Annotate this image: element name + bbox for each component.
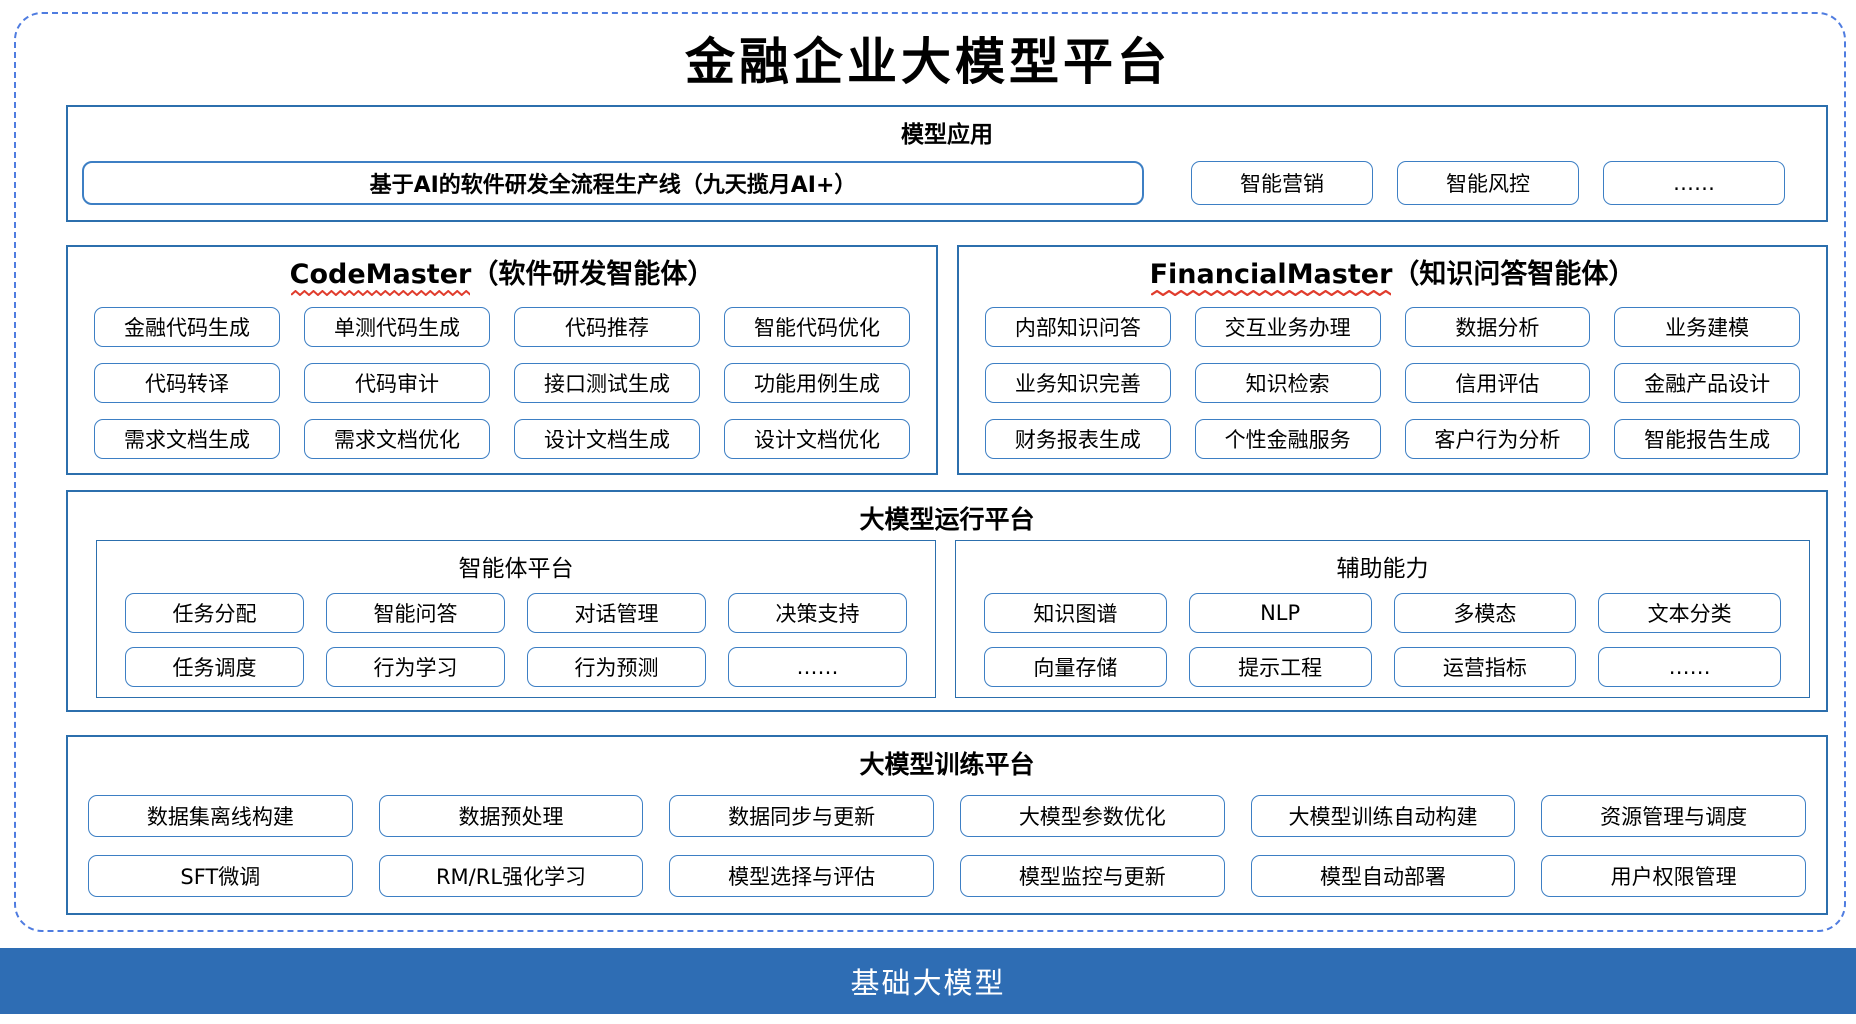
training-platform-item: 数据同步与更新 (669, 795, 934, 837)
financialmaster-item: 个性金融服务 (1194, 419, 1381, 459)
section-training-platform: 大模型训练平台 数据集离线构建数据预处理数据同步与更新大模型参数优化大模型训练自… (66, 735, 1828, 915)
auxiliary-capabilities-item: NLP (1188, 593, 1372, 633)
auxiliary-capabilities-title: 辅助能力 (1336, 556, 1429, 582)
financialmaster-item: 交互业务办理 (1194, 307, 1381, 347)
training-platform-title: 大模型训练平台 (859, 750, 1035, 779)
codemaster-subtitle: （软件研发智能体） (471, 259, 715, 290)
training-platform-item: 模型自动部署 (1250, 855, 1516, 897)
page-title: 金融企业大模型平台 (685, 32, 1171, 91)
agent-platform-title: 智能体平台 (458, 556, 574, 582)
model-application-title: 模型应用 (901, 122, 993, 148)
agent-platform-item: 任务调度 (125, 647, 304, 687)
codemaster-item: 需求文档优化 (304, 419, 490, 459)
training-platform-item: 大模型训练自动构建 (1250, 795, 1516, 837)
foundation-model-bar: 基础大模型 (0, 948, 1856, 1014)
agent-platform-items: 任务分配智能问答对话管理决策支持任务调度行为学习行为预测 …… (97, 583, 935, 687)
model-application-item: 智能风控 (1397, 161, 1579, 205)
training-platform-item: RM/RL强化学习 (378, 855, 644, 897)
model-application-item: 智能营销 (1191, 161, 1373, 205)
codemaster-item: 单测代码生成 (304, 307, 490, 347)
auxiliary-capabilities-item: 知识图谱 (984, 593, 1167, 633)
foundation-model-label: 基础大模型 (850, 966, 1006, 1000)
agent-platform-item: 对话管理 (527, 593, 706, 633)
financialmaster-item: 数据分析 (1404, 307, 1591, 347)
agent-platform-item: 行为预测 (527, 647, 706, 687)
runtime-platform-title: 大模型运行平台 (859, 505, 1035, 534)
auxiliary-capabilities-item: 运营指标 (1393, 647, 1577, 687)
auxiliary-capabilities-items: 知识图谱 NLP 多模态文本分类向量存储提示工程运营指标 …… (956, 583, 1809, 687)
codemaster-item: 代码转译 (94, 363, 280, 403)
model-application-row: 基于AI的软件研发全流程生产线（九天揽月AI+） 智能营销智能风控 …… (68, 161, 1826, 205)
training-platform-item: 大模型参数优化 (959, 795, 1225, 837)
auxiliary-capabilities-item: …… (1598, 647, 1781, 687)
training-platform-items: 数据集离线构建数据预处理数据同步与更新大模型参数优化大模型训练自动构建资源管理与… (68, 781, 1826, 897)
auxiliary-capabilities-box: 辅助能力 知识图谱 NLP 多模态文本分类向量存储提示工程运营指标 …… (955, 540, 1810, 698)
codemaster-item: 代码推荐 (514, 307, 700, 347)
training-platform-item: 资源管理与调度 (1541, 795, 1806, 837)
auxiliary-capabilities-item: 多模态 (1393, 593, 1577, 633)
codemaster-item: 设计文档优化 (724, 419, 910, 459)
codemaster-title: CodeMaster（软件研发智能体） (68, 247, 936, 296)
codemaster-name: CodeMaster (289, 259, 472, 290)
auxiliary-capabilities-item: 向量存储 (984, 647, 1167, 687)
financialmaster-item: 智能报告生成 (1614, 419, 1800, 459)
codemaster-item: 智能代码优化 (724, 307, 910, 347)
spellcheck-squiggle (290, 290, 471, 296)
training-platform-item: SFT微调 (88, 855, 353, 897)
section-runtime-platform: 大模型运行平台 智能体平台 任务分配智能问答对话管理决策支持任务调度行为学习行为… (66, 490, 1828, 712)
auxiliary-capabilities-item: 文本分类 (1598, 593, 1781, 633)
financialmaster-item: 业务建模 (1614, 307, 1800, 347)
financialmaster-item: 内部知识问答 (985, 307, 1171, 347)
section-financialmaster: FinancialMaster（知识问答智能体） 内部知识问答交互业务办理数据分… (957, 245, 1828, 475)
agent-platform-item: 任务分配 (125, 593, 304, 633)
training-platform-item: 用户权限管理 (1541, 855, 1806, 897)
financialmaster-item: 业务知识完善 (985, 363, 1171, 403)
ai-pipeline-box: 基于AI的软件研发全流程生产线（九天揽月AI+） (82, 161, 1144, 205)
financialmaster-subtitle: （知识问答智能体） (1392, 259, 1636, 290)
auxiliary-capabilities-item: 提示工程 (1188, 647, 1372, 687)
financialmaster-item: 客户行为分析 (1404, 419, 1591, 459)
financialmaster-item: 金融产品设计 (1614, 363, 1800, 403)
model-application-item: …… (1603, 161, 1785, 205)
training-platform-item: 模型选择与评估 (669, 855, 934, 897)
codemaster-item: 金融代码生成 (94, 307, 280, 347)
codemaster-item: 接口测试生成 (514, 363, 700, 403)
codemaster-item: 设计文档生成 (514, 419, 700, 459)
codemaster-item: 需求文档生成 (94, 419, 280, 459)
codemaster-name-wrap: CodeMaster (289, 257, 472, 296)
codemaster-item: 代码审计 (304, 363, 490, 403)
financialmaster-title: FinancialMaster（知识问答智能体） (959, 247, 1826, 296)
agent-platform-box: 智能体平台 任务分配智能问答对话管理决策支持任务调度行为学习行为预测 …… (96, 540, 936, 698)
agent-platform-item: 智能问答 (326, 593, 505, 633)
financialmaster-item: 信用评估 (1404, 363, 1591, 403)
training-platform-item: 数据集离线构建 (88, 795, 353, 837)
codemaster-item: 功能用例生成 (724, 363, 910, 403)
section-model-application: 模型应用 基于AI的软件研发全流程生产线（九天揽月AI+） 智能营销智能风控 …… (66, 105, 1828, 222)
codemaster-items: 金融代码生成单测代码生成代码推荐智能代码优化代码转译代码审计接口测试生成功能用例… (68, 293, 936, 459)
agent-platform-item: 行为学习 (326, 647, 505, 687)
financialmaster-item: 财务报表生成 (985, 419, 1171, 459)
financialmaster-name-wrap: FinancialMaster (1149, 257, 1393, 296)
spellcheck-squiggle (1150, 290, 1392, 296)
outer-dashed-border (14, 12, 1846, 932)
model-application-items: 智能营销智能风控 …… (1191, 161, 1785, 205)
training-platform-item: 数据预处理 (378, 795, 644, 837)
section-codemaster: CodeMaster（软件研发智能体） 金融代码生成单测代码生成代码推荐智能代码… (66, 245, 938, 475)
agent-platform-item: …… (728, 647, 907, 687)
financialmaster-items: 内部知识问答交互业务办理数据分析业务建模业务知识完善知识检索信用评估金融产品设计… (959, 293, 1826, 459)
financialmaster-name: FinancialMaster (1149, 259, 1393, 290)
agent-platform-item: 决策支持 (728, 593, 907, 633)
training-platform-item: 模型监控与更新 (959, 855, 1225, 897)
financialmaster-item: 知识检索 (1194, 363, 1381, 403)
